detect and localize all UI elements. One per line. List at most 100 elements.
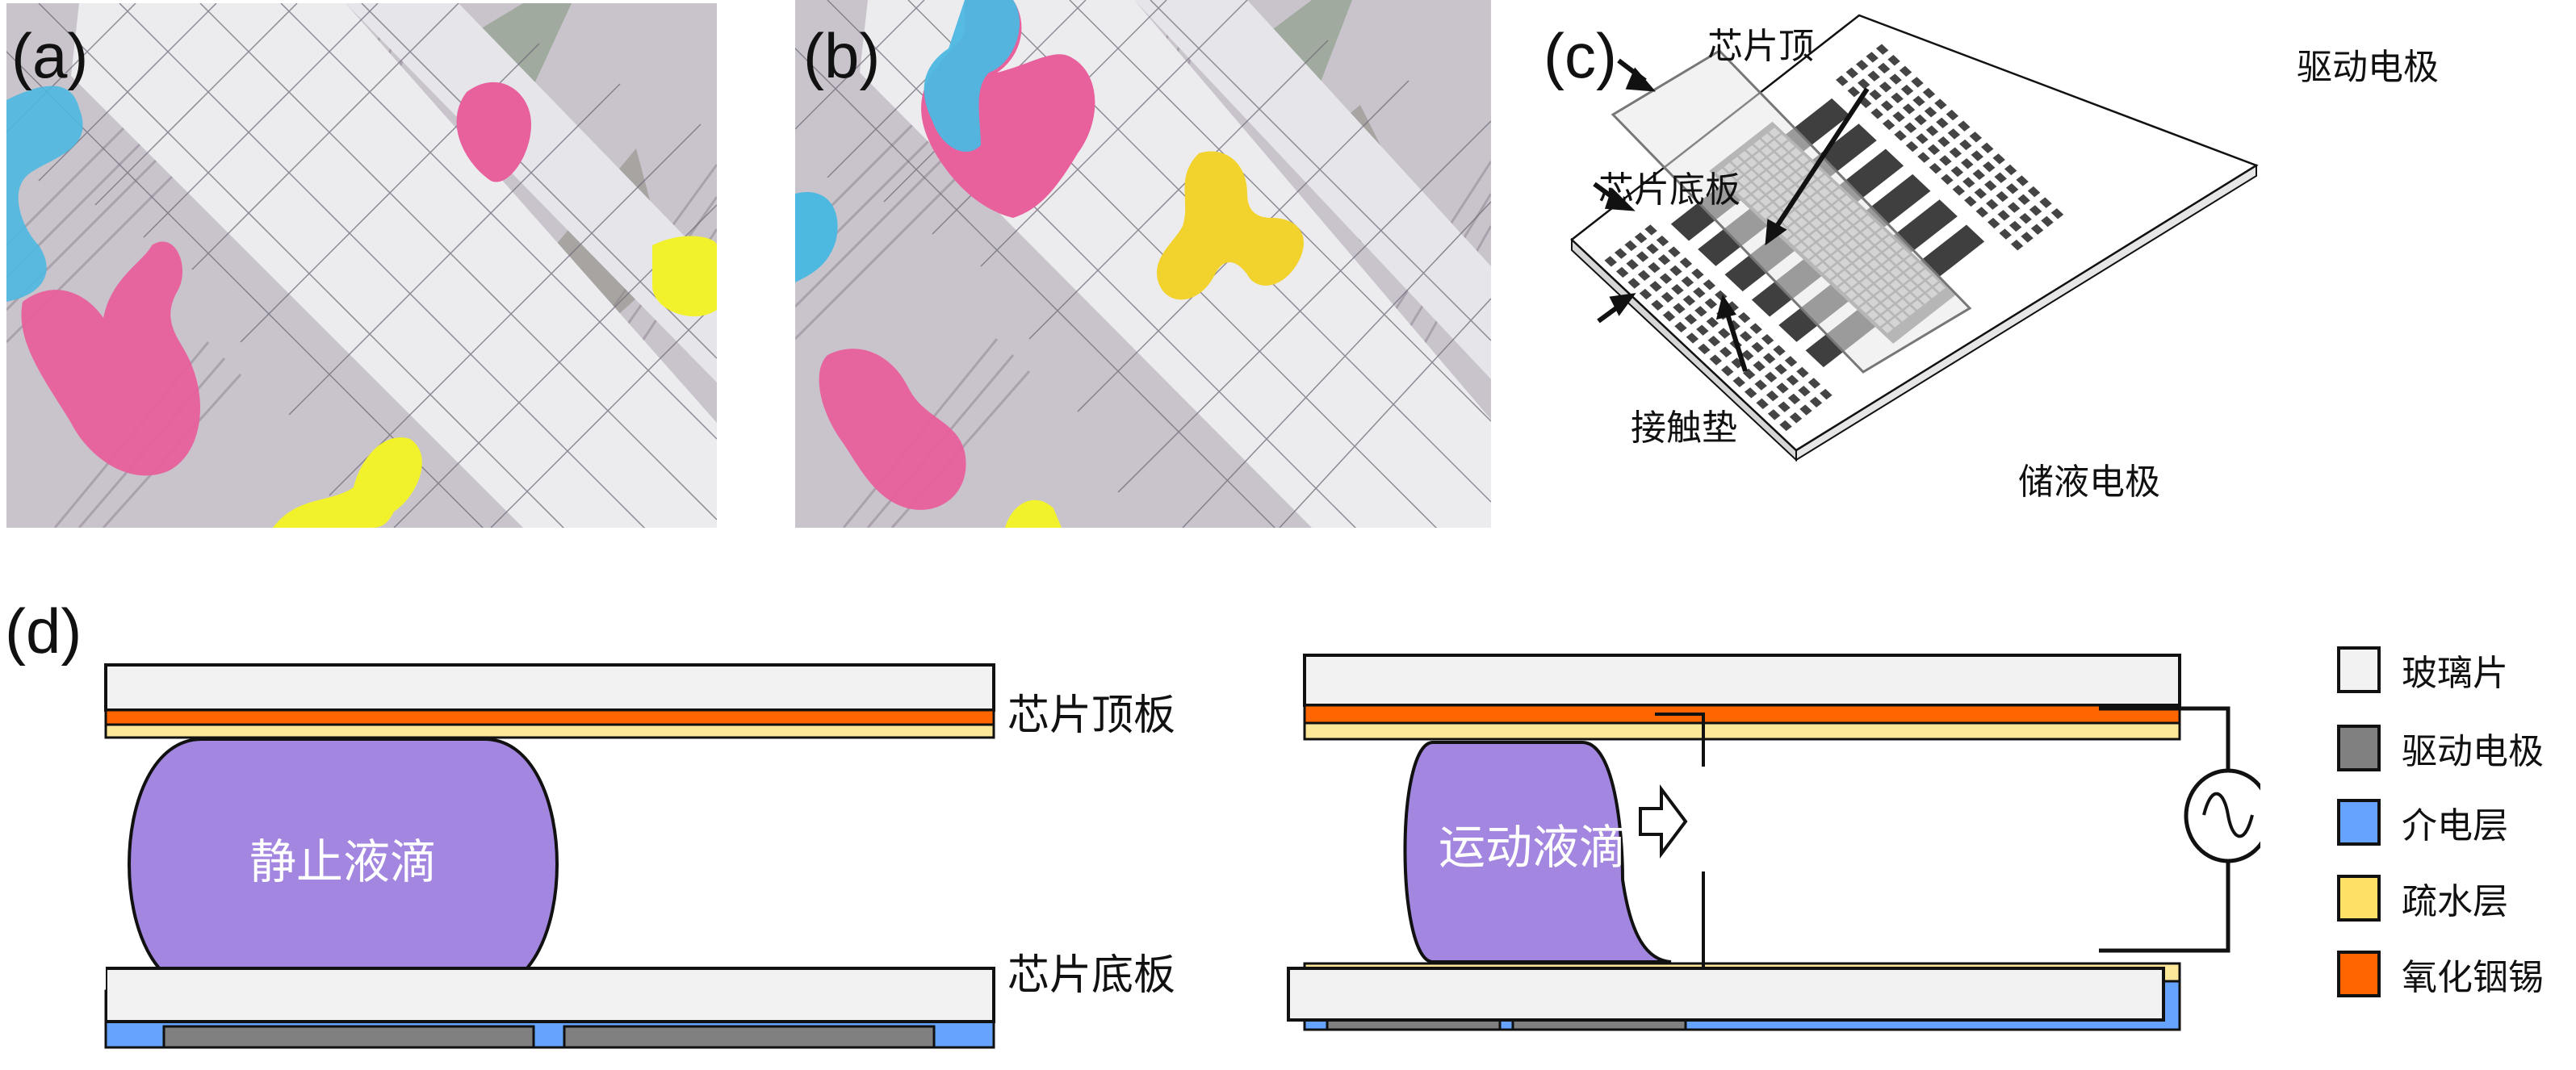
contact-pad: [1787, 393, 1801, 405]
contact-pad: [2008, 220, 2022, 232]
contact-pad: [1766, 390, 1779, 402]
contact-pad: [1764, 371, 1778, 382]
ac-source-icon: [2184, 768, 2260, 863]
contact-pad: [1627, 278, 1640, 289]
top-ito-layer: [1303, 704, 2181, 725]
contact-pad: [1855, 59, 1869, 71]
legend-label: 玻璃片: [2402, 653, 2508, 694]
contact-pad: [1975, 207, 1988, 218]
contact-pad: [1744, 387, 1757, 399]
contact-pad: [1693, 286, 1706, 299]
contact-pad: [1983, 180, 1997, 191]
legend-item-dielectric: 介电层: [2337, 797, 2508, 847]
contact-pad: [1786, 374, 1799, 386]
top-ito-layer: [104, 708, 995, 726]
contact-pad: [1934, 98, 1947, 110]
contact-pad: [1753, 361, 1766, 372]
contact-pad: [1646, 243, 1659, 254]
wire-top: [1655, 713, 1705, 767]
contact-pad: [2041, 215, 2054, 228]
contact-pad: [1659, 273, 1673, 284]
top-hydrophobic-layer: [1303, 721, 2181, 741]
contact-pad: [1624, 240, 1637, 252]
contact-pad: [2017, 194, 2030, 206]
legend-item-glass: 玻璃片: [2337, 645, 2508, 695]
contact-pad: [1925, 125, 1939, 136]
contact-pad: [1703, 279, 1716, 290]
contact-pad: [1679, 257, 1693, 269]
contact-pad: [1947, 128, 1961, 140]
contact-pad: [2050, 208, 2064, 219]
drive-electrode-left: [162, 1025, 535, 1049]
contact-pad: [1694, 306, 1707, 317]
legend-swatch-drive-electrode: [2337, 725, 2381, 771]
contact-pad: [1870, 108, 1883, 119]
contact-pad: [1939, 155, 1952, 166]
droplet-yellow-right: [652, 236, 717, 317]
contact-pad: [1749, 323, 1762, 334]
arrow-right-icon: [1639, 784, 1688, 859]
contact-pad: [1742, 368, 1756, 380]
contact-pad: [2004, 164, 2017, 176]
contact-pad: [1904, 122, 1917, 133]
contact-pad: [2005, 183, 2019, 194]
moving-droplet: [1403, 741, 1672, 963]
contact-pad: [1914, 114, 1927, 126]
contact-pad: [2021, 232, 2034, 243]
contact-pad: [1686, 332, 1699, 344]
sine-wave-icon: [2202, 792, 2254, 838]
panel-label-c: (c): [1544, 20, 1617, 91]
contact-pad: [1661, 291, 1674, 303]
contact-pad: [1987, 217, 2000, 229]
legend-label: 驱动电极: [2402, 731, 2544, 772]
contact-pad: [1877, 62, 1891, 74]
ac-circuit: [2099, 706, 2260, 953]
contact-pad: [1773, 345, 1786, 356]
contact-pad: [1657, 254, 1671, 265]
contact-pad: [1614, 248, 1627, 259]
contact-pad: [1879, 82, 1892, 93]
wire-bottom-to-source: [2099, 857, 2230, 953]
contact-pad: [2030, 224, 2044, 235]
contact-pad: [1656, 235, 1669, 247]
contact-pad: [1681, 276, 1694, 287]
legend-label: 疏水层: [2402, 881, 2508, 922]
contact-pad: [1784, 356, 1798, 367]
contact-pad: [1604, 256, 1617, 267]
arrow-chip-base-head: [1604, 187, 1636, 211]
contact-pad: [2010, 239, 2024, 251]
contact-pad: [1798, 386, 1811, 397]
contact-pad: [1891, 92, 1904, 104]
contact-pad: [1994, 172, 2007, 183]
legend-item-drive-electrode: 驱动电极: [2337, 723, 2544, 773]
contact-pad: [1651, 299, 1664, 311]
contact-pad: [1969, 132, 1983, 143]
contact-pad: [1807, 378, 1821, 389]
contact-pad: [1737, 311, 1751, 324]
panel-label-d: (d): [5, 596, 82, 667]
contact-pad: [1698, 343, 1711, 355]
contact-pad: [1639, 288, 1652, 300]
contact-pad: [1983, 161, 1996, 173]
drive-electrode-right: [563, 1025, 936, 1049]
contact-pad: [1929, 162, 1942, 174]
contact-pad: [1972, 169, 1985, 181]
arrow-chip-top-head: [1625, 67, 1656, 92]
droplet-blue: [6, 86, 83, 302]
contact-pad: [1756, 398, 1769, 410]
contact-pad: [1949, 147, 1962, 158]
contact-pad: [1774, 363, 1787, 375]
wire-top-to-source: [2099, 706, 2230, 775]
chip-top-glass: [1611, 49, 1972, 374]
contact-pad: [1961, 158, 1974, 169]
contact-pad: [1778, 401, 1791, 412]
contact-pad: [1636, 251, 1649, 262]
contact-pad: [1971, 150, 1984, 161]
moving-droplet-label: 运动液滴: [1439, 820, 1626, 875]
contact-pad: [1981, 142, 1994, 154]
contact-pad: [1731, 357, 1744, 369]
contact-pad: [1718, 328, 1731, 339]
contact-pad: [1900, 84, 1914, 96]
contact-pad: [1740, 349, 1754, 361]
contact-pad: [1706, 316, 1719, 328]
